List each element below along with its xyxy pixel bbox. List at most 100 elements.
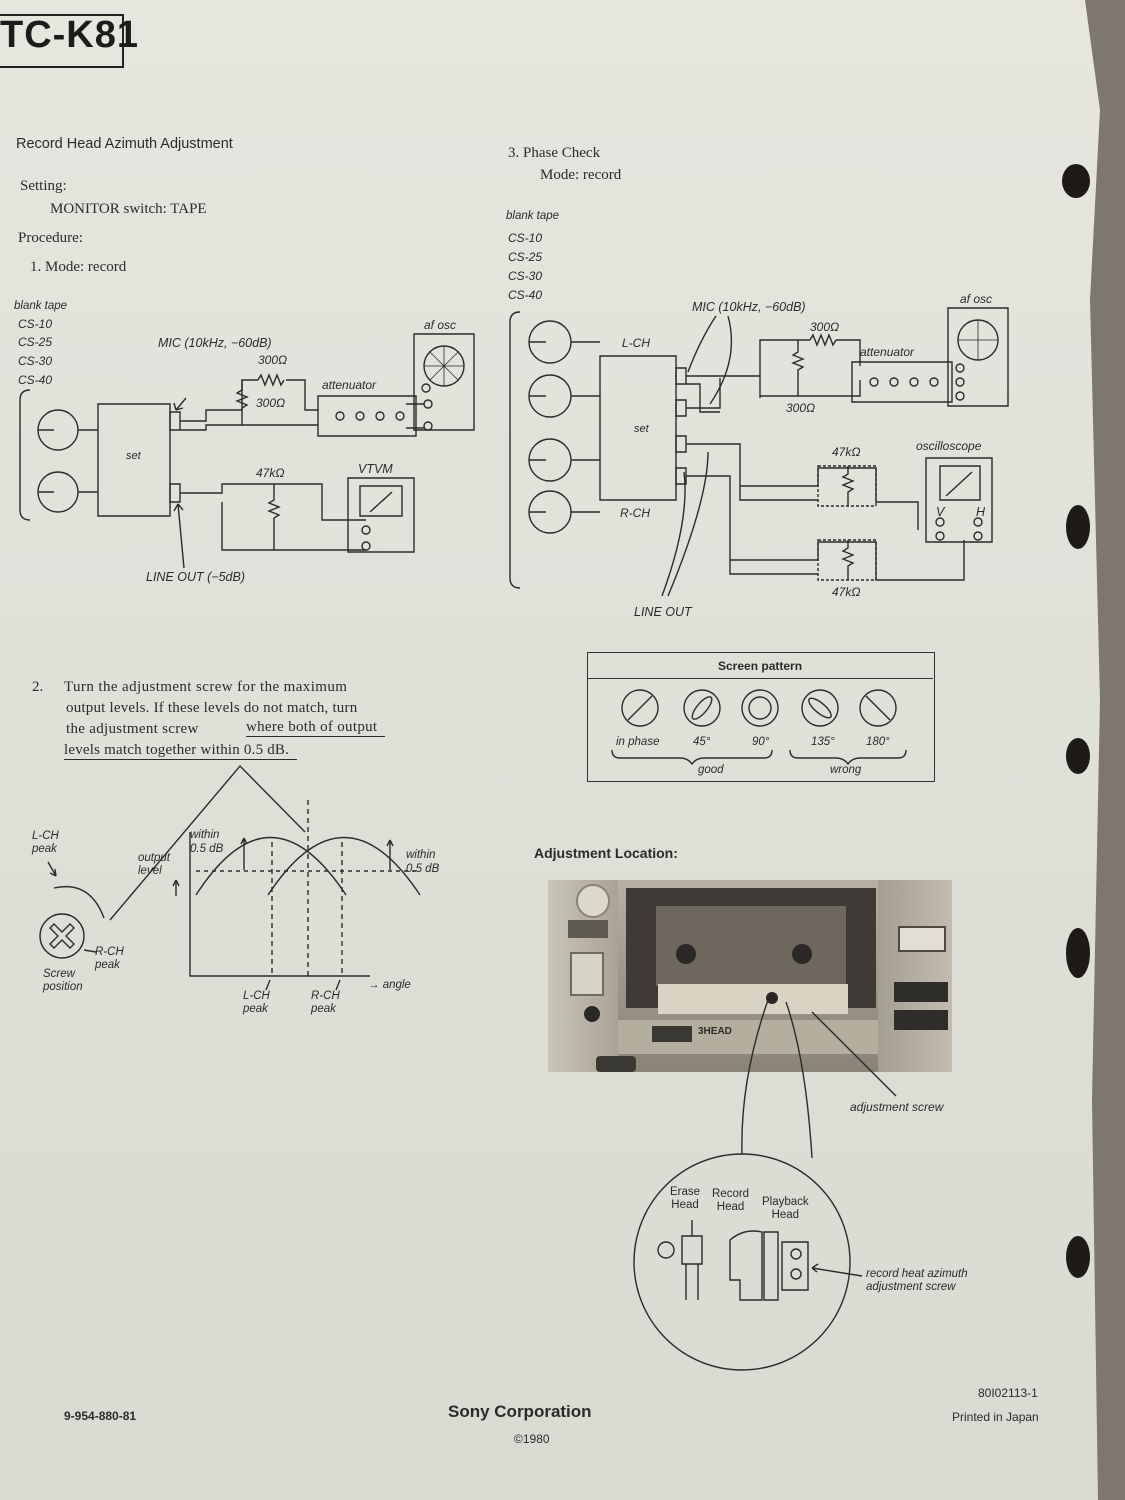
monitor-setting: MONITOR switch: TAPE	[50, 201, 207, 217]
tape-cs30: CS-30	[18, 354, 53, 368]
af-osc-dial-ticks	[424, 346, 464, 386]
head-badge-label: 3HEAD	[698, 1026, 732, 1037]
punch-hole	[1066, 738, 1090, 774]
af-osc-terminal	[956, 364, 964, 372]
step2-line3b: where both of output	[246, 719, 386, 737]
lch-label: L-CH	[622, 336, 651, 350]
eject-button	[570, 952, 604, 996]
mic-label: MIC (10kHz, −60dB)	[692, 300, 806, 314]
pattern-45-icon	[684, 690, 720, 726]
attenuator-terminal	[356, 412, 364, 420]
punch-hole	[1066, 928, 1090, 978]
head-leads	[571, 342, 600, 512]
tape-cs25: CS-25	[508, 250, 543, 264]
lch-line-jack	[676, 436, 686, 452]
af-osc-box	[414, 334, 474, 430]
resistor-300-a-icon	[810, 335, 836, 345]
resistor-300-a: 300Ω	[258, 353, 288, 367]
vtvm-needle	[370, 492, 392, 512]
line-out-label: LINE OUT	[634, 605, 692, 619]
playback-head-label: Playback Head	[762, 1196, 809, 1221]
head-leads	[78, 430, 98, 492]
resistor-47k-a-icon	[843, 466, 853, 506]
line-out-pointer-arrow	[174, 504, 184, 568]
tape-cs10: CS-10	[508, 231, 543, 245]
section-title: Record Head Azimuth Adjustment	[16, 136, 233, 152]
playback-head-icon	[764, 1232, 778, 1300]
screen-pattern-title-row	[587, 652, 933, 679]
within-right-label: within 0.5 dB	[406, 849, 440, 875]
rch-peak-label: R-CH peak	[95, 946, 124, 971]
line-out-wires	[686, 444, 964, 580]
v-terminal	[936, 532, 944, 540]
step2-line2: output levels. If these levels do not ma…	[66, 700, 358, 716]
set-box	[600, 356, 676, 500]
angle-label: → angle	[368, 979, 411, 991]
attenuator-terminal	[930, 378, 938, 386]
attenuator-terminal	[396, 412, 404, 420]
wrong-brace	[790, 750, 906, 764]
lch-mic-jack	[676, 368, 686, 384]
screen-pattern-box	[587, 652, 935, 782]
punch-hole	[1066, 1236, 1090, 1278]
punch-hole	[1066, 505, 1090, 549]
blank-tape-label: blank tape	[14, 300, 68, 312]
erase-head-icon	[682, 1236, 702, 1264]
mic-wire-top	[180, 380, 318, 421]
axis-peak-ticks	[266, 980, 340, 990]
pattern-180-icon	[860, 690, 896, 726]
set-label: set	[634, 423, 649, 435]
v-input-label: V	[936, 505, 945, 519]
mic-label: MIC (10kHz, −60dB)	[158, 336, 272, 350]
attenuator-label: attenuator	[322, 378, 377, 392]
part-number: 9-954-880-81	[64, 1409, 137, 1423]
attenuator-terminal	[336, 412, 344, 420]
pattern-good-label: good	[698, 764, 724, 776]
power-knob	[576, 884, 610, 918]
reel-left	[676, 944, 696, 964]
resistor-47k-a: 47kΩ	[832, 445, 861, 459]
lch-curve	[196, 838, 346, 896]
pattern-135-icon	[802, 690, 838, 726]
mount-screw-icon	[791, 1249, 801, 1259]
vtvm-terminal	[362, 542, 370, 550]
rch-mic-jack	[676, 400, 686, 416]
resistor-47k-b-icon	[843, 540, 853, 580]
record-head-label: Record Head	[712, 1188, 750, 1213]
resistor-47k: 47kΩ	[256, 466, 285, 480]
tape-cs25: CS-25	[18, 335, 53, 349]
within-left-arrow	[241, 838, 247, 870]
pattern-wrong-label: wrong	[830, 764, 862, 776]
af-osc-terminal	[424, 422, 432, 430]
pointer-arrows	[662, 316, 731, 596]
step3-title: 3. Phase Check	[508, 145, 601, 161]
step2-line3a: the adjustment screw	[66, 721, 199, 737]
erase-head-label: Erase Head	[670, 1186, 701, 1211]
pattern-label-135: 135°	[811, 736, 835, 748]
head-badge	[652, 1026, 692, 1042]
azimuth-screw-label: record heat azimuth adjustment screw	[866, 1268, 968, 1293]
screw-head-icon	[40, 914, 84, 958]
tape-bracket	[20, 390, 30, 520]
v-terminal	[936, 518, 944, 526]
phillips-cross-icon	[50, 924, 74, 948]
blank-tape-label: blank tape	[506, 210, 560, 222]
transport-key	[894, 982, 948, 1002]
oscilloscope-trace	[946, 472, 972, 496]
pattern-45-trace	[689, 694, 715, 722]
head-block	[658, 984, 848, 1014]
vtvm-terminal	[362, 526, 370, 534]
azimuth-screw-pointer	[812, 1264, 862, 1276]
head-mount-plate	[782, 1242, 808, 1290]
line-out-label: LINE OUT (−5dB)	[146, 570, 245, 584]
head-gap-lines	[38, 430, 54, 492]
adjustment-screw-pointer	[812, 1012, 896, 1096]
tape-cs40: CS-40	[508, 288, 543, 302]
vtvm-box	[348, 478, 414, 552]
output-level-arrow	[173, 880, 179, 896]
step2-line1: Turn the adjustment screw for the maximu…	[64, 679, 348, 695]
set-box	[98, 404, 170, 516]
erase-head-pins	[686, 1220, 698, 1300]
